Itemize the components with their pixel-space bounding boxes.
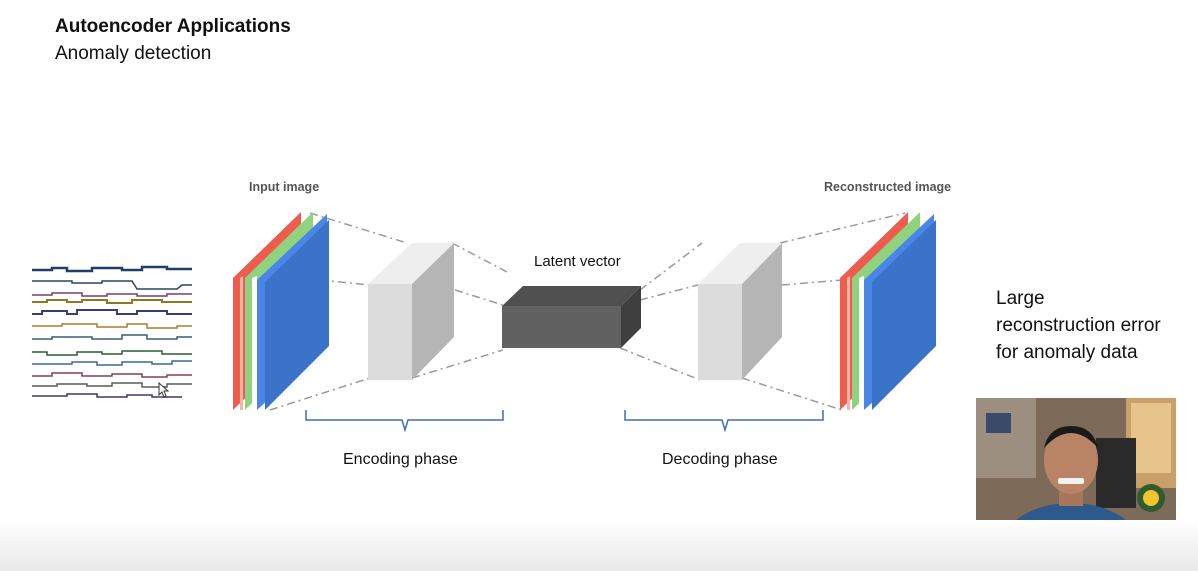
signal-line [32, 265, 192, 273]
signal-line [32, 334, 192, 340]
signal-line [32, 299, 192, 304]
latent-block [502, 286, 641, 348]
signal-line [32, 350, 192, 356]
encoding-phase-label: Encoding phase [343, 451, 458, 468]
encoding-bracket [305, 410, 504, 433]
signal-line [32, 323, 192, 329]
decoding-phase-label: Decoding phase [662, 451, 778, 468]
signal-line [32, 280, 192, 290]
connector-lines [269, 212, 906, 411]
encoder-block [368, 243, 454, 380]
input-image-label: Input image [249, 180, 319, 194]
reconstructed-image-label: Reconstructed image [824, 180, 951, 194]
input-signals-plot [28, 262, 196, 402]
signal-line [32, 393, 182, 398]
decoder-block [698, 243, 782, 380]
anomaly-note: Large reconstruction error for anomaly d… [996, 288, 1161, 363]
cursor-icon [158, 381, 170, 398]
signal-line [32, 360, 192, 366]
signal-line [32, 372, 192, 378]
slide-subtitle: Anomaly detection [55, 43, 212, 64]
slide-title: Autoencoder Applications [55, 16, 291, 37]
input-image-stack [233, 212, 329, 410]
signal-line [32, 309, 192, 315]
signal-line [32, 382, 192, 388]
reconstructed-image-stack [840, 212, 936, 410]
bottom-fade [0, 520, 1198, 571]
signal-line [32, 292, 192, 297]
decoding-bracket [624, 410, 824, 433]
latent-vector-label: Latent vector [534, 253, 621, 270]
